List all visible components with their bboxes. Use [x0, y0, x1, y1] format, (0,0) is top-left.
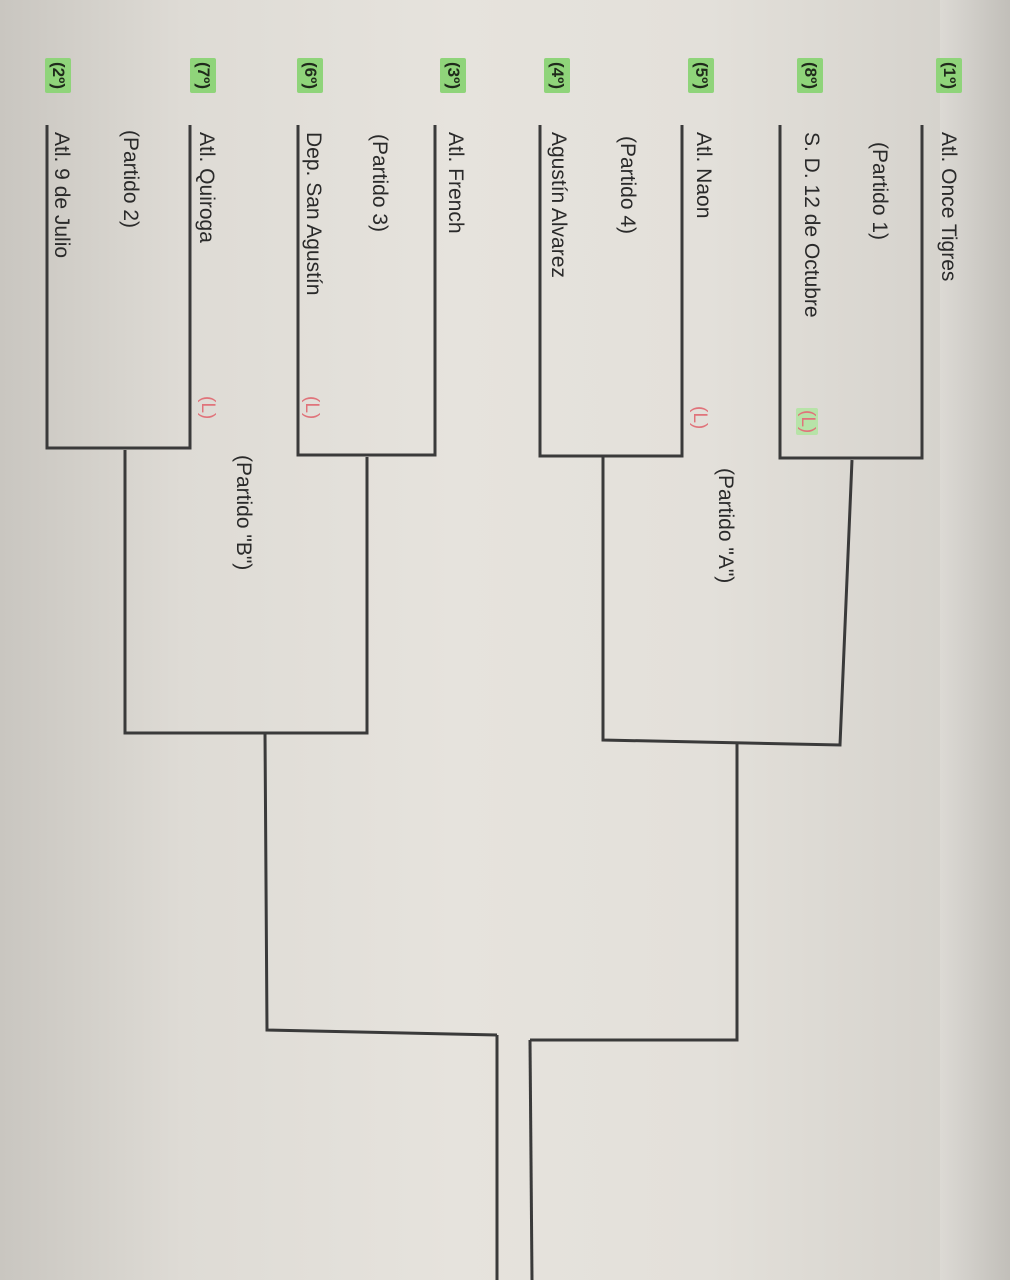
seed-badge: (8º) — [797, 58, 823, 93]
team-name: Dep. San Agustín — [302, 132, 325, 296]
match-label: (Partido "A") — [714, 468, 737, 584]
match-label: (Partido 1) — [868, 142, 891, 241]
match-3-bracket — [296, 125, 437, 457]
match-2-bracket — [45, 125, 192, 450]
team-name: Atl. 9 de Julio — [50, 132, 73, 259]
team-name: Atl. Naon — [692, 132, 715, 219]
match-4-bracket — [538, 125, 684, 458]
local-marker: (L) — [796, 408, 818, 436]
seed-badge: (7º) — [190, 58, 216, 93]
seed-badge: (2º) — [45, 58, 71, 93]
match-label: (Partido 4) — [616, 136, 639, 235]
team-name: Atl. French — [444, 132, 467, 234]
paper-fold-shadow — [940, 0, 1010, 1280]
seed-badge: (4º) — [544, 58, 570, 93]
semi-right-connector — [530, 742, 739, 1042]
seed-badge: (1º) — [936, 58, 962, 93]
semi-left-connector — [263, 732, 498, 1037]
match-label: (Partido 3) — [368, 134, 391, 233]
local-marker: (L) — [197, 396, 218, 420]
seed-badge: (6º) — [297, 58, 323, 93]
seed-badge: (3º) — [440, 58, 466, 93]
team-name: Atl. Quiroga — [195, 132, 218, 243]
final-stem-right — [528, 1039, 534, 1280]
match-1-bracket — [778, 125, 924, 460]
match-a-bracket — [601, 457, 854, 747]
seed-badge: (5º) — [688, 58, 714, 93]
local-marker: (L) — [301, 396, 322, 420]
local-marker: (L) — [689, 406, 710, 430]
team-name: S. D. 12 de Octubre — [800, 132, 823, 318]
match-b-bracket — [123, 450, 369, 735]
match-label: (Partido "B") — [232, 455, 255, 571]
team-name: Atl. Once Tigres — [937, 132, 960, 282]
match-label: (Partido 2) — [119, 130, 142, 229]
team-name: Agustín Alvarez — [547, 132, 570, 278]
